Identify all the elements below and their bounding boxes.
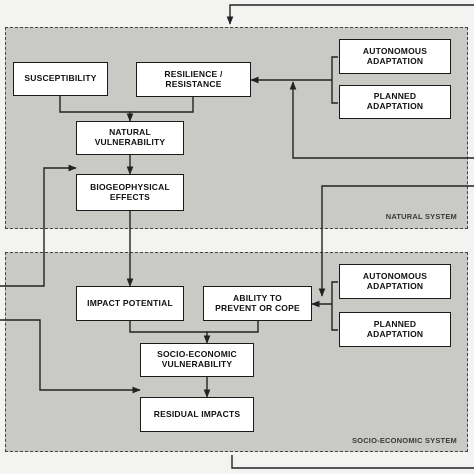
connector-impact-to-sev [129,321,211,344]
connector-susceptibility-to-vulnerability [59,96,134,122]
socio-planned-adaptation-box: PLANNED ADAPTATION [339,312,451,347]
connector-ability-to-sev [207,320,259,333]
socio-economic-vulnerability-box: SOCIO-ECONOMIC VULNERABILITY [140,343,254,377]
resilience-box: RESILIENCE / RESISTANCE [136,62,251,97]
impact-potential-box: IMPACT POTENTIAL [76,286,184,321]
residual-impacts-box: RESIDUAL IMPACTS [140,397,254,432]
socio-autonomous-adaptation-box: AUTONOMOUS ADAPTATION [339,264,451,299]
connector-top-loop-outer [226,4,474,25]
connector-left-loop-lower [0,319,141,394]
connector-resilience-to-vulnerability [130,96,194,113]
natural-autonomous-adaptation-box: AUTONOMOUS ADAPTATION [339,39,451,74]
biogeophysical-effects-box: BIOGEOPHYSICAL EFFECTS [76,174,184,211]
natural-planned-adaptation-box: PLANNED ADAPTATION [339,85,451,119]
connector-feedback-loop-top [289,81,474,159]
connector-right-to-ability [318,185,474,297]
connector-bottom-loop-outer [231,455,474,469]
natural-system-label: NATURAL SYSTEM [385,212,457,221]
natural-vulnerability-box: NATURAL VULNERABILITY [76,121,184,155]
ability-to-prevent-box: ABILITY TO PREVENT OR COPE [203,286,312,321]
susceptibility-box: SUSCEPTIBILITY [13,62,108,96]
connector-natural-adaptation-bracket [331,56,338,104]
socio-economic-system-label: SOCIO-ECONOMIC SYSTEM [351,436,457,445]
connector-socio-adaptation-bracket [331,281,338,331]
connector-left-loop-upper [0,164,77,287]
